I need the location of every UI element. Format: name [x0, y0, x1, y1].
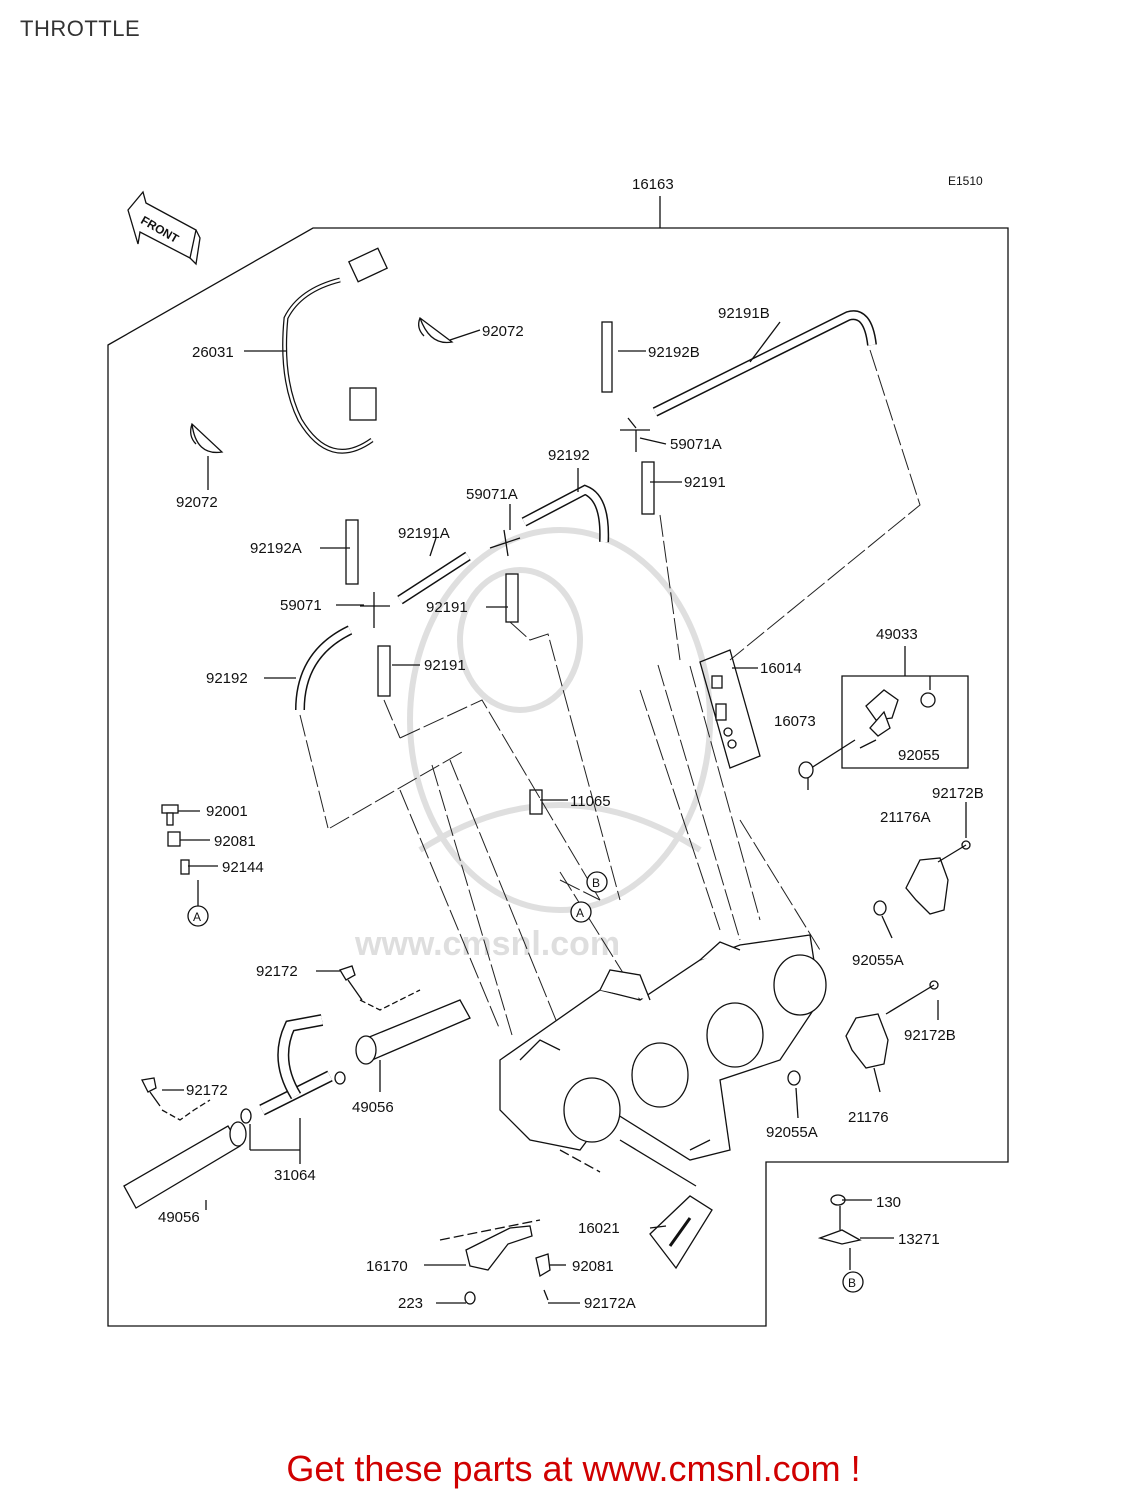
part-label: 92172A [584, 1295, 636, 1312]
part-label: 92192B [648, 344, 700, 361]
spring-92081-lower [535, 1253, 551, 1278]
part-label: 92172B [932, 785, 984, 802]
fitting-49033 [865, 689, 899, 737]
ref-circle-a-center [570, 901, 592, 923]
spring-92081 [167, 831, 181, 847]
box-49033 [841, 675, 969, 769]
sensor-21176A [905, 840, 971, 915]
part-label: 16073 [774, 713, 816, 730]
diagram-code: E1510 [948, 174, 983, 188]
part-label: 49056 [158, 1209, 200, 1226]
part-label: 92191 [684, 474, 726, 491]
part-label: 92191 [424, 657, 466, 674]
part-label: 92192 [548, 447, 590, 464]
part-label: 92192A [250, 540, 302, 557]
fuel-rail-lower [123, 1121, 247, 1209]
part-label: 59071A [466, 486, 518, 503]
part-label: 11065 [570, 793, 611, 810]
hose-assembly [295, 310, 877, 815]
part-label: 49056 [352, 1099, 394, 1116]
fuel-pipe-31064 [240, 1014, 333, 1124]
part-label: 21176A [880, 809, 931, 826]
part-label: 31064 [274, 1167, 316, 1184]
part-label: 16170 [366, 1258, 408, 1275]
footer-link[interactable]: Get these parts at www.cmsnl.com ! [286, 1448, 861, 1489]
oring-92055A-lower [787, 1070, 801, 1086]
wire-harness [282, 247, 389, 454]
ref-a-center: A [576, 906, 584, 920]
fuel-rail-upper [334, 999, 471, 1085]
screw-92001 [161, 804, 179, 826]
assembly-outline [107, 227, 1009, 1327]
part-label: 92144 [222, 859, 264, 876]
part-label: 223 [398, 1295, 423, 1312]
box-16014 [699, 649, 761, 769]
part-label: 92172 [256, 963, 298, 980]
part-label: 59071A [670, 436, 722, 453]
leader-lines [162, 321, 967, 1304]
ref-b-center: B [592, 876, 600, 890]
part-label: 92192 [206, 670, 248, 687]
sensor-21176 [845, 980, 939, 1069]
part-label: 92081 [572, 1258, 614, 1275]
part-label: 49033 [876, 626, 918, 643]
part-label: 92055 [898, 747, 940, 764]
valve-16014 [711, 675, 737, 749]
part-label: 92055A [852, 952, 904, 969]
front-arrow-icon [127, 190, 201, 266]
guide-lines [299, 349, 921, 1036]
part-label: 92055A [766, 1124, 818, 1141]
ref-circle-b-right [842, 1271, 864, 1293]
part-label: 13271 [898, 1231, 940, 1248]
part-label: 16021 [578, 1220, 620, 1237]
watermark-logo [407, 527, 713, 913]
ref-a-left: A [193, 910, 201, 924]
ref-circle-a-left [187, 905, 209, 927]
ref-b-right: B [848, 1276, 856, 1290]
link-16170 [464, 1225, 533, 1305]
part-label: 92072 [176, 494, 218, 511]
part-label: 16014 [760, 660, 802, 677]
part-label: 92001 [206, 803, 248, 820]
part-label: 16163 [632, 176, 674, 193]
box-16021 [649, 1195, 713, 1270]
ref-circle-b-center [586, 871, 608, 893]
clamp-92072-left [190, 422, 224, 454]
part-label: 92172 [186, 1082, 228, 1099]
spring-92144 [180, 859, 190, 875]
part-label: 92191 [426, 599, 468, 616]
part-label: 26031 [192, 344, 234, 361]
part-label: 92191B [718, 305, 770, 322]
part-label: 92191A [398, 525, 450, 542]
page-title: THROTTLE [20, 16, 141, 41]
part-label: 130 [876, 1194, 901, 1211]
part-label: 92081 [214, 833, 256, 850]
part-label: 21176 [848, 1109, 889, 1126]
oring-92055A-upper [873, 900, 887, 916]
part-label: 59071 [280, 597, 322, 614]
nut-16073 [798, 761, 814, 779]
part-label: 92072 [482, 323, 524, 340]
throttle-body [499, 934, 827, 1161]
watermark-text: www.cmsnl.com [354, 925, 620, 963]
parts-diagram: www.cmsnl.com FRONT [107, 174, 1009, 1327]
part-label: 92172B [904, 1027, 956, 1044]
clamp-92072-top [418, 316, 454, 344]
